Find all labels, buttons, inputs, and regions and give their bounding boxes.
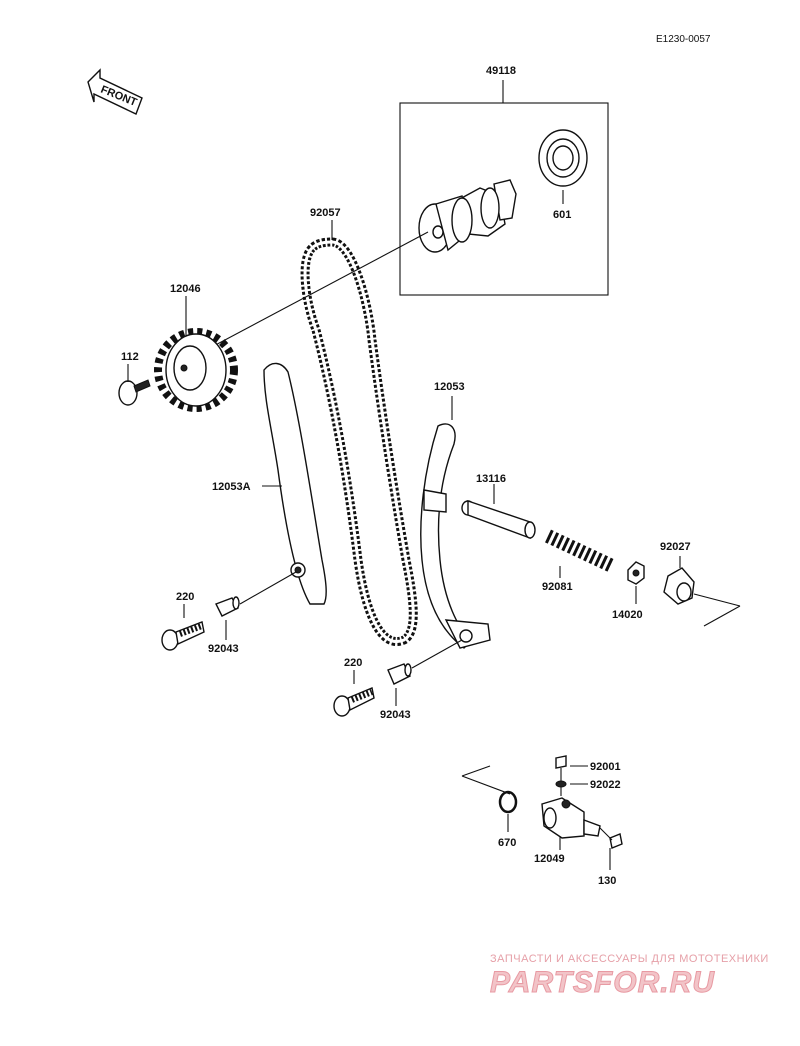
label-14020: 14020 <box>612 609 643 621</box>
label-49118: 49118 <box>486 65 516 77</box>
tensioner-body-group <box>461 755 623 870</box>
watermark-brand: PARTSFOR.RU <box>490 966 715 999</box>
label-13116: 13116 <box>476 473 506 485</box>
label-92081: 92081 <box>542 581 573 593</box>
front-arrow-icon: FRONT <box>87 68 143 115</box>
bolt-112 <box>118 364 151 406</box>
bearing-601 <box>538 129 588 204</box>
label-92057: 92057 <box>310 207 341 219</box>
label-601: 601 <box>553 209 571 221</box>
label-92022: 92022 <box>590 779 621 791</box>
label-112: 112 <box>121 351 139 363</box>
collar-92043-right <box>387 639 463 706</box>
label-12046: 12046 <box>170 283 201 295</box>
cap-92027 <box>663 556 741 627</box>
bolt-220-right <box>333 670 375 717</box>
collar-92043-left <box>215 571 297 640</box>
label-12053A: 12053A <box>212 481 251 493</box>
bolt-220-left <box>161 604 205 651</box>
cam-sprocket <box>154 328 238 412</box>
camshaft <box>418 179 517 253</box>
label-92027: 92027 <box>660 541 691 553</box>
chain-guide-front <box>262 362 327 605</box>
label-220-right: 220 <box>344 657 362 669</box>
tensioner-pushrod <box>461 484 536 540</box>
label-92043-right: 92043 <box>380 709 411 721</box>
label-130: 130 <box>598 875 616 887</box>
camshaft-assembly-box <box>399 80 609 296</box>
watermark: ЗАПЧАСТИ И АКСЕССУАРЫ ДЛЯ МОТОТЕХНИКИ PA… <box>490 953 769 1000</box>
cam-chain <box>300 237 418 646</box>
label-92043-left: 92043 <box>208 643 239 655</box>
watermark-tagline: ЗАПЧАСТИ И АКСЕССУАРЫ ДЛЯ МОТОТЕХНИКИ <box>490 953 769 965</box>
label-670: 670 <box>498 837 516 849</box>
washer-14020 <box>627 561 645 604</box>
label-92001: 92001 <box>590 761 621 773</box>
tensioner-spring <box>545 529 615 578</box>
chain-guide-tensioner <box>420 396 491 649</box>
label-12053: 12053 <box>434 381 465 393</box>
label-12049: 12049 <box>534 853 565 865</box>
diagram-code: E1230-0057 <box>656 34 711 45</box>
label-220-left: 220 <box>176 591 194 603</box>
